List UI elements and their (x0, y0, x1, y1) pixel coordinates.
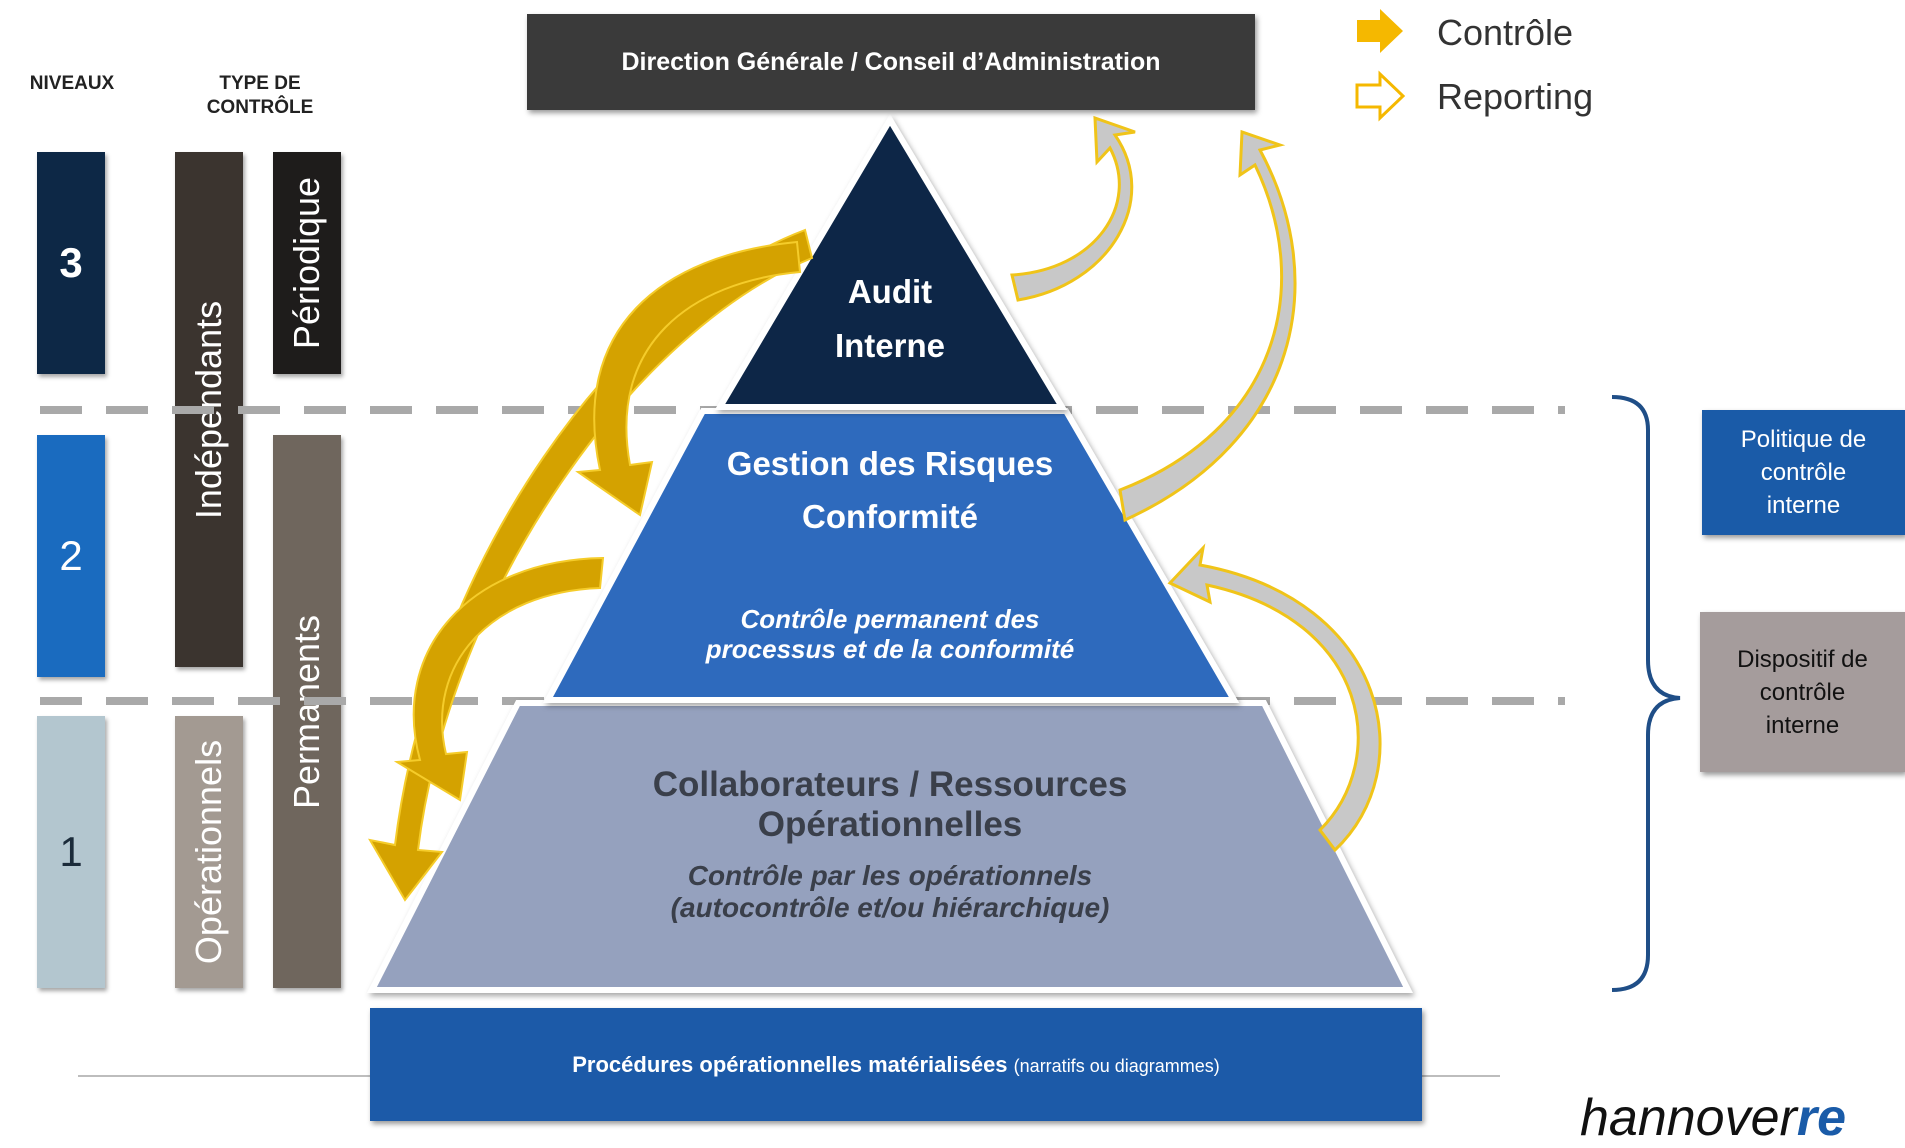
pyramid-audit-layer (714, 114, 1068, 410)
pyramid-gestion-layer (542, 408, 1240, 703)
level-3-bar: 3 (37, 152, 105, 374)
periodique-bar: Périodique (273, 152, 341, 374)
reporting-arrow-audit-to-direction (1010, 115, 1136, 302)
legend-reporting-label: Reporting (1437, 76, 1594, 117)
operationnels-bar: Opérationnels (175, 716, 243, 988)
audit-label: Audit Interne (790, 265, 990, 373)
permanents-bar: Permanents (273, 435, 341, 988)
direction-label: Direction Générale / Conseil d’Administr… (621, 47, 1161, 76)
right-bracket (1611, 395, 1681, 992)
audit-label-line2: Interne (834, 327, 946, 364)
gestion-sublabel-line2: processus et de la conformité (705, 634, 1075, 664)
type-controle-line1: TYPE DE (219, 73, 301, 94)
collab-sublabel-line1: Contrôle par les opérationnels (687, 860, 1093, 891)
level-2-label: 2 (59, 532, 83, 579)
logo-suffix: re (1796, 1089, 1846, 1147)
dispositif-box: Dispositif de contrôle interne (1700, 612, 1905, 772)
dispositif-line1: Dispositif de (1737, 645, 1868, 673)
collab-label: Collaborateurs / Ressources Opérationnel… (590, 765, 1190, 845)
politique-line3: interne (1766, 492, 1841, 519)
level-3-label: 3 (59, 239, 83, 286)
legend-control-arrow-icon (1357, 9, 1403, 53)
collab-label-line1: Collaborateurs / Ressources (652, 765, 1128, 804)
gestion-sublabel: Contrôle permanent des processus et de l… (640, 604, 1140, 664)
audit-label-line1: Audit (847, 273, 933, 310)
legend-controle-label: Contrôle (1437, 12, 1574, 53)
control-arrow-audit-to-level2 (575, 240, 802, 517)
pyramid-diagram (40, 9, 1681, 1077)
politique-line2: contrôle (1760, 459, 1847, 486)
control-arrow-gestion-to-level1 (393, 556, 605, 802)
collab-sublabel-line2: (autocontrôle et/ou hiérarchique) (670, 892, 1110, 923)
gestion-label-line1: Gestion des Risques (726, 445, 1054, 482)
dispositif-line2: contrôle (1759, 678, 1846, 706)
gestion-label-line2: Conformité (802, 498, 978, 535)
logo-word: hannover (1580, 1089, 1797, 1147)
procedures-label-normal: (narratifs ou diagrammes) (1013, 1055, 1220, 1076)
pyramid-collaborateurs-layer (367, 700, 1413, 993)
procedures-label: Procédures opérationnelles matérialisées… (572, 1052, 1220, 1078)
gestion-label: Gestion des Risques Conformité (640, 437, 1140, 543)
politique-box: Politique de contrôle interne (1702, 410, 1905, 535)
level-1-bar: 1 (37, 716, 105, 988)
dispositif-line3: interne (1765, 711, 1840, 739)
niveaux-header: NIVEAUX (29, 73, 115, 94)
collab-sublabel: Contrôle par les opérationnels (autocont… (590, 860, 1190, 924)
direction-box: Direction Générale / Conseil d’Administr… (527, 14, 1255, 110)
reporting-arrow-level1-to-gestion (1167, 543, 1382, 853)
procedures-box: Procédures opérationnelles matérialisées… (370, 1008, 1422, 1121)
type-controle-line2: CONTRÔLE (206, 97, 314, 118)
type-controle-header: TYPE DE CONTRÔLE (185, 72, 335, 120)
reporting-arrow-gestion-to-direction (1118, 129, 1297, 523)
level-2-bar: 2 (37, 435, 105, 677)
hannover-re-logo: hannoverre (1580, 1088, 1846, 1148)
level-1-label: 1 (59, 828, 83, 875)
legend-reporting-arrow-icon (1355, 70, 1406, 122)
collab-label-line2: Opérationnelles (757, 805, 1023, 844)
gestion-sublabel-line1: Contrôle permanent des (740, 604, 1040, 634)
politique-line1: Politique de (1740, 426, 1867, 453)
procedures-label-bold: Procédures opérationnelles matérialisées (572, 1051, 1008, 1077)
